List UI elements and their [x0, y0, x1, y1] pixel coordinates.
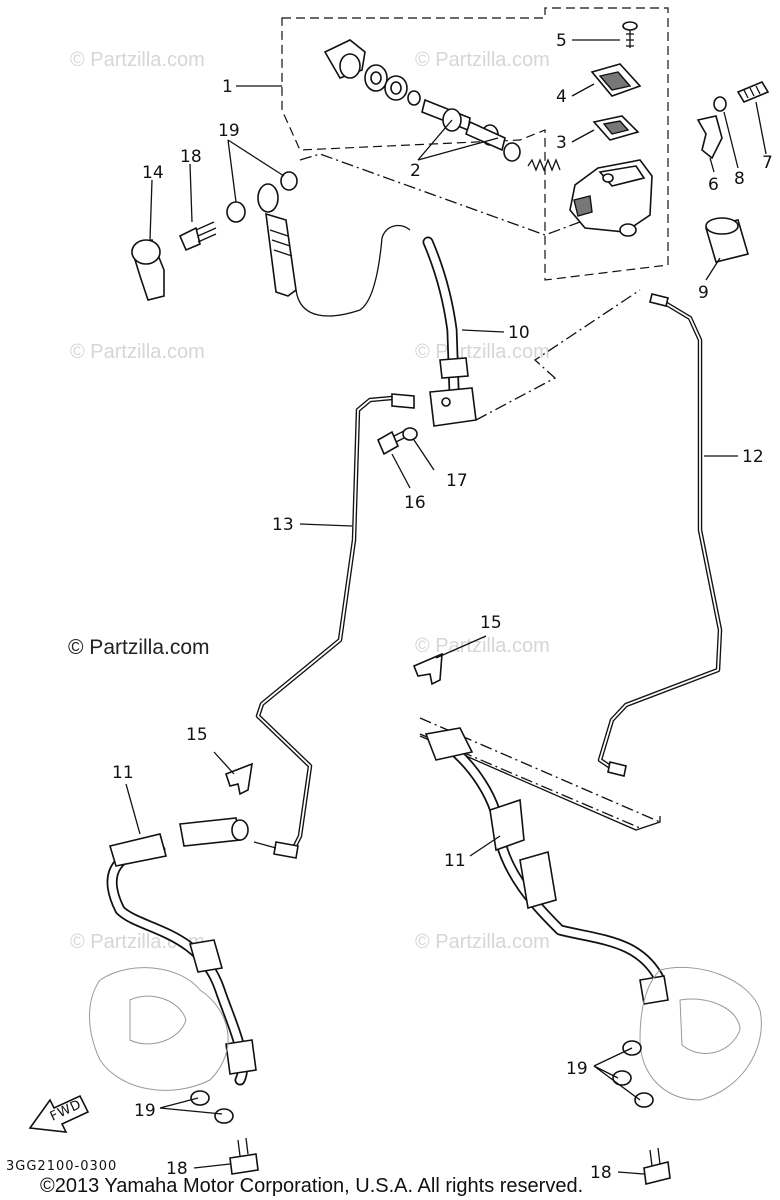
piston-part	[421, 98, 521, 162]
brake-pipe-left	[255, 393, 415, 859]
boot-part	[704, 217, 750, 263]
callout-9: 9	[698, 283, 709, 303]
watermark-text: © Partzilla.com	[70, 49, 205, 71]
callout-11-left: 11	[112, 763, 134, 783]
watermark-text: © Partzilla.com	[415, 49, 550, 71]
callout-3: 3	[556, 133, 567, 153]
upper-banjo-parts	[131, 171, 298, 301]
caliper-sketch-right	[612, 966, 762, 1108]
callout-15-left: 15	[186, 725, 208, 745]
callout-10: 10	[508, 323, 530, 343]
watermark-text: © Partzilla.com	[415, 341, 550, 363]
lower-hose-right	[424, 727, 669, 1005]
callout-numbers: 1 2 3 4 5 6 7 8 9 10 11 11 12 13 14 15 1…	[112, 31, 773, 1183]
callout-18-lower-right: 18	[590, 1163, 612, 1183]
watermark-text: © Partzilla.com	[415, 635, 550, 657]
callout-7: 7	[762, 153, 773, 173]
callout-19-lower-left: 19	[134, 1101, 156, 1121]
diagram-code: 3GG2100-0300	[6, 1159, 117, 1174]
routing-line	[295, 224, 411, 317]
callout-18-upper: 18	[180, 147, 202, 167]
callout-2: 2	[410, 161, 421, 181]
watermark-text: © Partzilla.com	[70, 341, 205, 363]
upper-hose	[422, 236, 477, 427]
lower-bolt-parts	[229, 1137, 671, 1185]
callout-19-upper: 19	[218, 121, 240, 141]
callout-15-right: 15	[480, 613, 502, 633]
callout-4: 4	[556, 87, 567, 107]
clip-parts	[224, 652, 443, 796]
watermark-layer: © Partzilla.com © Partzilla.com © Partzi…	[68, 49, 550, 953]
callout-6: 6	[708, 175, 719, 195]
master-cylinder-assembly-box	[281, 7, 669, 281]
callout-16: 16	[404, 493, 426, 513]
spring-part	[527, 158, 561, 172]
callout-19-lower-right: 19	[566, 1059, 588, 1079]
callout-17: 17	[446, 471, 468, 491]
copyright-notice: ©2013 Yamaha Motor Corporation, U.S.A. A…	[40, 1175, 583, 1197]
fwd-arrow-icon: FWD	[28, 1094, 90, 1133]
watermark-main: © Partzilla.com	[68, 636, 210, 659]
callout-13: 13	[272, 515, 294, 535]
lower-hose-left	[106, 817, 277, 1086]
watermark-text: © Partzilla.com	[415, 931, 550, 953]
reservoir-cap-parts	[590, 21, 642, 141]
brake-pipe-right	[597, 293, 723, 777]
callout-12: 12	[742, 447, 764, 467]
callout-8: 8	[734, 169, 745, 189]
callout-18-lower-left: 18	[166, 1159, 188, 1179]
callout-11-right: 11	[444, 851, 466, 871]
bracket-parts	[696, 80, 770, 160]
joint-bolt-parts	[376, 427, 418, 456]
callout-leaders	[125, 39, 767, 1175]
seal-kit-parts	[323, 39, 421, 106]
callout-1: 1	[222, 77, 233, 97]
master-cylinder-body	[569, 159, 653, 237]
callout-14: 14	[142, 163, 164, 183]
caliper-sketch-left	[89, 967, 234, 1124]
callout-5: 5	[556, 31, 567, 51]
